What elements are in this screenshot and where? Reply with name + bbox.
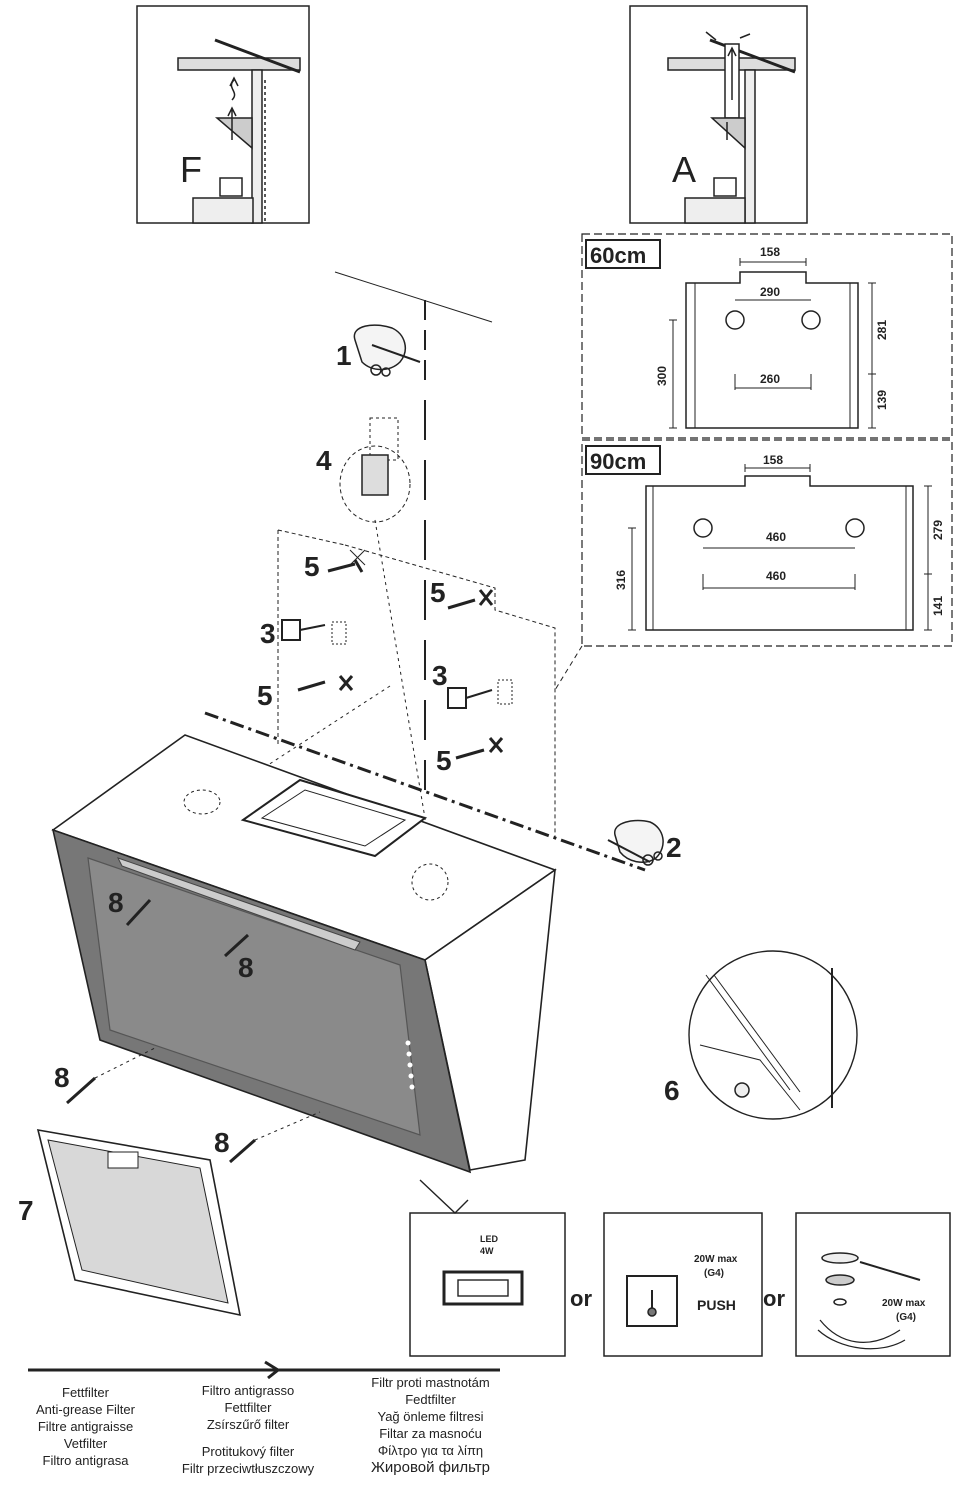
legend-item: Anti-grease Filter	[36, 1402, 135, 1417]
legend-divider	[28, 1360, 500, 1380]
dim90-460a: 460	[766, 530, 786, 544]
legend-item: Filtre antigraisse	[37, 1419, 134, 1434]
panel-filter-mode: F	[136, 5, 310, 224]
legend-item: Filtro antigrasso	[201, 1383, 295, 1398]
callout-3a: 3	[260, 618, 276, 649]
legend-item: Fedtfilter	[405, 1392, 456, 1407]
callout-7: 7	[18, 1195, 34, 1226]
dim60-290: 290	[760, 285, 780, 299]
dim60-139: 139	[875, 390, 889, 410]
bulb-label-2: (G4)	[896, 1312, 916, 1323]
bulb-label-1: 20W max	[882, 1298, 926, 1309]
template-60-title: 60cm	[590, 243, 646, 268]
dim90-460b: 460	[766, 569, 786, 583]
dim60-260: 260	[760, 372, 780, 386]
legend-item: Жировой фильтр	[371, 1459, 490, 1476]
bracket-detail	[339, 417, 411, 523]
filter-legend-col2: Filtro antigrasso Fettfilter Zsírszűrő f…	[168, 1382, 328, 1477]
legend-item: Filtr przeciwtłuszczowy	[181, 1461, 315, 1476]
legend-item: Filtro antigrasa	[42, 1453, 129, 1468]
screw-icon	[66, 898, 256, 1164]
callout-8d: 8	[214, 1127, 230, 1158]
callout-5b: 5	[430, 577, 446, 608]
hand-pencil-icon	[353, 324, 421, 377]
grease-filter	[36, 1129, 242, 1317]
filter-legend-col3: Filtr proti mastnotám Fedtfilter Yağ önl…	[348, 1374, 513, 1476]
callout-5d: 5	[436, 745, 452, 776]
push-label: PUSH	[697, 1297, 736, 1313]
led-label-2: 4W	[480, 1246, 494, 1256]
legend-item: Vetfilter	[63, 1436, 108, 1451]
callout-5c: 5	[257, 680, 273, 711]
legend-item: Filtr proti mastnotám	[371, 1375, 490, 1390]
callout-8c: 8	[54, 1062, 70, 1093]
detail-glass-panel	[688, 950, 858, 1120]
legend-item: Φίλτρο για τα λίπη	[377, 1443, 484, 1458]
legend-item: Filtar za masnoću	[379, 1426, 482, 1441]
hand-pencil-icon-2	[607, 819, 664, 866]
light-option-led	[409, 1179, 566, 1357]
dim60-300: 300	[655, 366, 669, 386]
dim60-281: 281	[875, 320, 889, 340]
halogen-label-1: 20W max	[694, 1254, 738, 1265]
halogen-label-2: (G4)	[704, 1268, 724, 1279]
dim90-141: 141	[931, 596, 945, 616]
callout-4: 4	[316, 445, 332, 476]
cooker-hood	[51, 734, 557, 1174]
legend-item: Protitukový filter	[201, 1444, 295, 1459]
panel-extraction-mode: A	[629, 5, 808, 224]
dim90-316: 316	[614, 570, 628, 590]
callout-3b: 3	[432, 660, 448, 691]
light-option-bulb	[795, 1212, 951, 1357]
legend-item: Fettfilter	[224, 1400, 272, 1415]
or-label-2: or	[763, 1286, 785, 1311]
led-label-1: LED	[480, 1234, 499, 1244]
callout-8a: 8	[108, 887, 124, 918]
wall-mounting	[204, 271, 646, 872]
template-90-title: 90cm	[590, 449, 646, 474]
legend-item: Yağ önleme filtresi	[377, 1409, 484, 1424]
filter-legend-col1: Fettfilter Anti-grease Filter Filtre ant…	[18, 1384, 153, 1469]
dim90-158: 158	[763, 453, 783, 467]
callout-8b: 8	[238, 952, 254, 983]
mode-a-label: A	[672, 149, 696, 190]
template-60cm: 60cm 158 290 260 300 281 139	[581, 233, 953, 439]
callout-6: 6	[664, 1075, 680, 1106]
callout-5a: 5	[304, 551, 320, 582]
callout-2: 2	[666, 832, 682, 863]
light-option-halogen	[603, 1212, 763, 1357]
legend-item: Fettfilter	[62, 1385, 109, 1400]
or-label-1: or	[570, 1286, 592, 1311]
callout-1: 1	[336, 340, 352, 371]
dim60-158: 158	[760, 245, 780, 259]
wall-plug-icon	[297, 549, 504, 760]
hook-bracket-icon	[281, 619, 513, 709]
mode-f-label: F	[180, 149, 202, 190]
dim90-279: 279	[931, 520, 945, 540]
legend-item: Zsírszűrő filter	[206, 1417, 290, 1432]
template-90cm: 90cm 158 460 460 316 279 141	[554, 439, 953, 691]
